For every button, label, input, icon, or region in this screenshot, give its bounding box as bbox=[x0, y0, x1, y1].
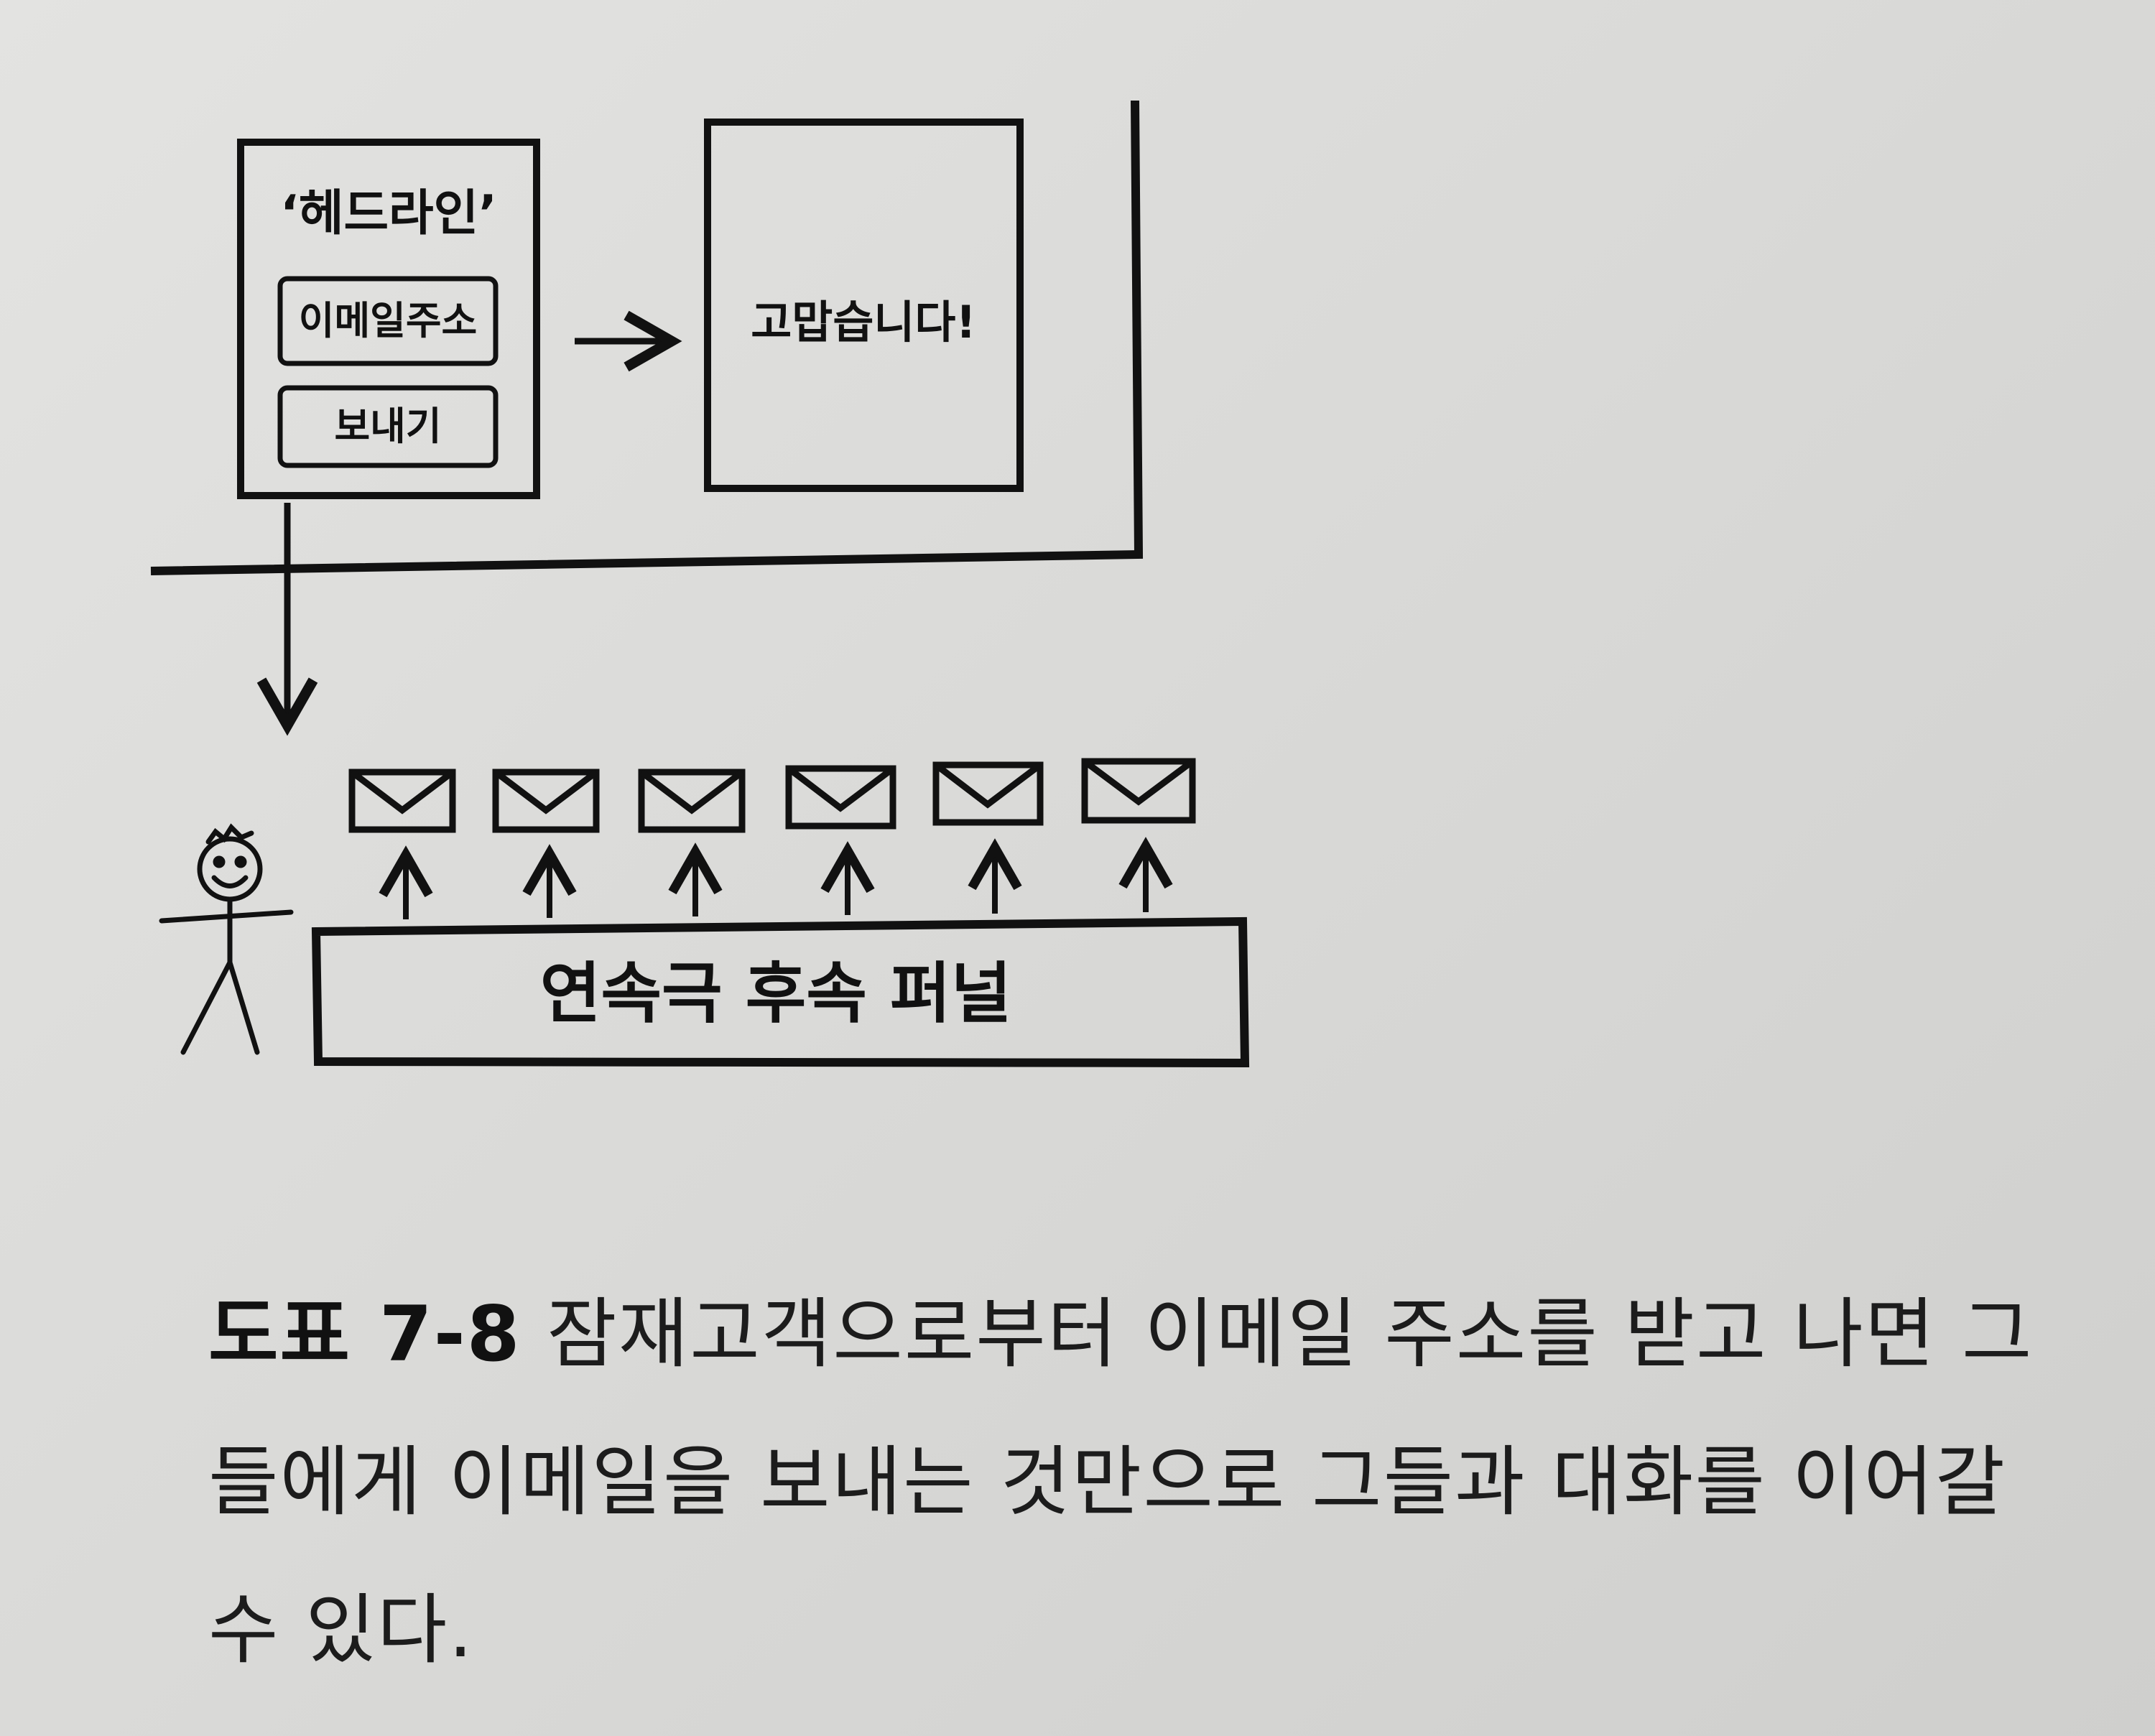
envelope-icon bbox=[638, 769, 746, 833]
follow-up-funnel: 연속극 후속 퍼널 bbox=[311, 916, 1250, 1068]
submit-button-label: 보내기 bbox=[334, 404, 441, 449]
envelope-icon bbox=[1081, 758, 1196, 824]
thanks-page-label: 고맙습니다! bbox=[751, 296, 975, 348]
funnel-label: 연속극 후속 퍼널 bbox=[540, 955, 1012, 1032]
form-headline: ‘헤드라인’ bbox=[280, 185, 497, 242]
email-field bbox=[277, 276, 499, 366]
figure-number: 도표 7-8 bbox=[208, 1290, 522, 1378]
envelope-icon bbox=[492, 769, 600, 833]
funnel-diagram: ‘헤드라인’ 이메일주소 보내기 고맙습니다! bbox=[150, 100, 1250, 1068]
figure-caption: 도표 7-8 잠재고객으로부터 이메일 주소를 받고 나면 그들에게 이메일을 … bbox=[208, 1261, 2047, 1704]
envelope-icon bbox=[932, 761, 1044, 826]
stick-figure-icon bbox=[159, 823, 294, 1055]
envelope-icon bbox=[348, 769, 456, 833]
signup-form-page: ‘헤드라인’ 이메일주소 보내기 bbox=[237, 139, 540, 499]
send-arrows bbox=[379, 837, 1173, 919]
caption-text: 잠재고객으로부터 이메일 주소를 받고 나면 그들에게 이메일을 보내는 것만으… bbox=[208, 1290, 2034, 1674]
email-field-label: 이메일주소 bbox=[299, 298, 477, 343]
envelope-icon bbox=[785, 765, 896, 830]
submit-button bbox=[277, 385, 499, 468]
page-frame-line bbox=[150, 100, 1144, 575]
thanks-page: 고맙습니다! bbox=[704, 119, 1024, 492]
